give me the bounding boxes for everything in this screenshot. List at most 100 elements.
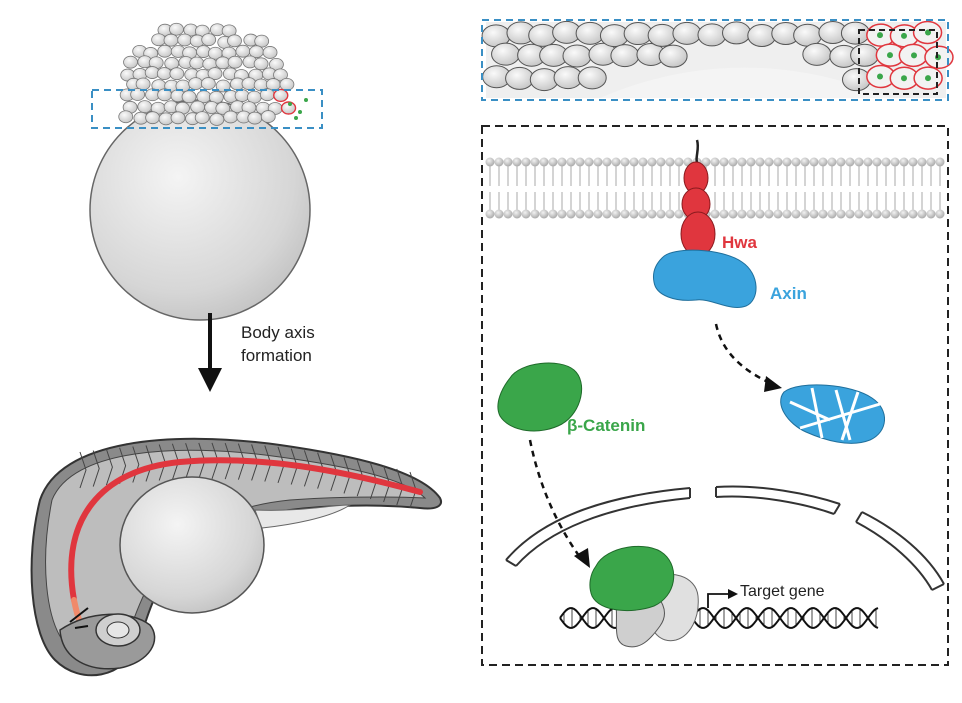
lipid-head	[755, 157, 765, 167]
beta-catenin-nuclear	[589, 545, 675, 612]
lipid-head	[530, 157, 540, 167]
lipid-head	[728, 157, 738, 167]
strip-cell	[528, 23, 558, 47]
lipid-head	[773, 157, 783, 167]
lipid-head	[809, 209, 819, 219]
lipid-head	[845, 157, 855, 167]
lipid-head	[926, 209, 936, 219]
blastoderm-cell	[181, 90, 197, 104]
yolk-extension	[254, 504, 352, 529]
late-embryo	[30, 437, 442, 677]
blastoderm-cell	[280, 101, 297, 115]
strip-cell	[841, 68, 871, 92]
lipid-head	[719, 209, 729, 219]
lipid-head	[800, 209, 810, 219]
step-label-line1: Body axis	[241, 323, 315, 342]
lipid-head	[665, 209, 675, 219]
ear-mark	[69, 607, 89, 629]
blastoderm-cell	[215, 79, 231, 93]
target-gene-label: Target gene	[740, 583, 825, 600]
degradation-arrow	[714, 323, 773, 386]
blastoderm-cell	[118, 110, 134, 124]
strip-cell	[610, 44, 640, 68]
lipid-head	[836, 209, 846, 219]
lipid-head	[872, 157, 882, 167]
strip-nucleus	[901, 75, 907, 82]
strip-cells	[481, 20, 954, 92]
lipid-head	[890, 209, 900, 219]
lipid-head	[827, 209, 837, 219]
somite-line	[79, 451, 87, 489]
blastoderm-cell	[215, 102, 231, 115]
strip-cell	[575, 21, 605, 45]
nucleus-dot	[298, 110, 302, 114]
lipid-head	[566, 157, 576, 167]
blastoderm-cell	[227, 55, 243, 69]
lipid-head	[800, 157, 810, 167]
lipid-head	[836, 157, 846, 167]
lipid-head	[764, 209, 774, 219]
blastoderm-cell	[254, 34, 270, 48]
blastoderm-cell	[177, 33, 193, 47]
lipid-head	[890, 157, 900, 167]
strip-nucleus	[877, 73, 883, 80]
blue-dashed-box-left	[91, 89, 323, 129]
lipid-head	[773, 209, 783, 219]
strip-cell	[672, 21, 702, 45]
somite-line	[105, 448, 113, 486]
lipid-head	[899, 209, 909, 219]
somite-line	[92, 450, 100, 487]
lipid-head	[512, 157, 522, 167]
lipid-head	[926, 157, 936, 167]
lipid-head	[503, 157, 513, 167]
blastoderm-cell	[279, 77, 295, 91]
blastoderm-cell	[234, 89, 250, 102]
blastoderm-cells	[118, 22, 308, 126]
lipid-head	[935, 209, 945, 219]
somite-line	[132, 446, 140, 483]
lipid-head	[620, 209, 630, 219]
blastoderm-cell	[170, 111, 186, 125]
axin-label: Axin	[770, 284, 807, 303]
lipid-head	[935, 157, 945, 167]
blastoderm-cell	[189, 56, 205, 70]
lipid-head	[575, 157, 585, 167]
blastoderm-cell	[207, 67, 223, 80]
blastoderm-cell	[273, 88, 289, 103]
lipid-head	[854, 157, 864, 167]
beta-catenin-label: β-Catenin	[567, 416, 645, 435]
lipid-head	[584, 157, 594, 167]
lipid-head	[746, 209, 756, 219]
lipid-head	[908, 157, 918, 167]
lipid-head	[899, 157, 909, 167]
lipid-head	[746, 157, 756, 167]
lipid-head	[908, 209, 918, 219]
lipid-head	[548, 209, 558, 219]
strip-cell	[491, 42, 521, 66]
lipid-head	[638, 157, 648, 167]
lipid-head	[863, 157, 873, 167]
lipid-head	[566, 209, 576, 219]
strip-cell	[577, 66, 607, 90]
blastoderm-cell	[145, 111, 161, 125]
blastoderm-cell	[201, 33, 217, 47]
lipid-head	[917, 157, 927, 167]
lipid-head	[530, 209, 540, 219]
lipid-head	[539, 209, 549, 219]
lipid-head	[611, 209, 621, 219]
lipid-head	[710, 209, 720, 219]
blastoderm-cell	[157, 44, 173, 58]
notochord	[68, 457, 423, 603]
lipid-head	[521, 209, 531, 219]
lipid-head	[485, 157, 495, 167]
lipid-head	[674, 209, 684, 219]
target-gene-arrow	[707, 593, 730, 608]
blastoderm-cell	[194, 111, 210, 125]
lipid-head	[629, 209, 639, 219]
lipid-head	[548, 157, 558, 167]
lipid-head	[854, 209, 864, 219]
lipid-head	[494, 157, 504, 167]
blastoderm-cell	[273, 68, 288, 82]
lipid-head	[809, 157, 819, 167]
lipid-head	[521, 157, 531, 167]
